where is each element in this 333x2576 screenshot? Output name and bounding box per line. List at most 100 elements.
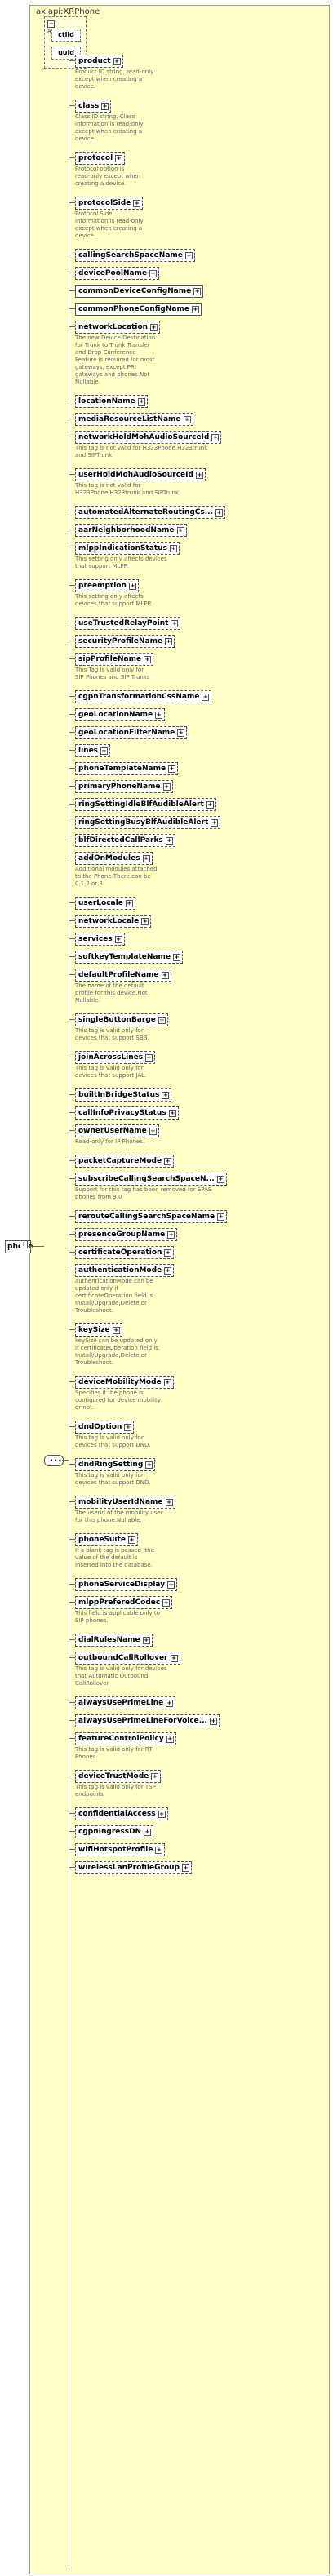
element-node[interactable]: geoLocationName+ [75,708,166,721]
element-node[interactable]: ringSettingBusyBlfAudibleAlert+ [75,816,221,829]
attribute-ctiid[interactable]: ctiid [51,29,81,42]
element-node[interactable]: services+ [75,933,125,946]
element-node[interactable]: wirelessLanProfileGroup+ [75,1861,192,1874]
expand-icon[interactable]: + [165,837,173,845]
element-node[interactable]: ringSettingIdleBlfAudibleAlert+ [75,798,216,811]
expand-icon[interactable]: + [193,288,202,295]
element-node[interactable]: commonPhoneConfigName+ [75,303,202,316]
expand-icon[interactable]: + [162,1092,170,1099]
element-node[interactable]: locationName+ [75,395,148,408]
expand-icon[interactable]: + [144,1829,152,1836]
element-node[interactable]: userHoldMohAudioSourceId+ [75,468,206,481]
expand-icon[interactable]: + [158,1017,166,1024]
expand-icon[interactable]: + [101,103,109,110]
sequence-compositor[interactable]: ••• [44,1455,64,1466]
expand-icon[interactable]: + [142,855,150,862]
expand-icon[interactable]: + [162,1599,171,1607]
expand-icon[interactable]: + [168,1110,176,1117]
element-node[interactable]: primaryPhoneName+ [75,780,173,793]
expand-icon[interactable]: + [142,1637,150,1644]
element-node[interactable]: protocolSide+ [75,197,144,210]
expand-icon[interactable]: + [176,527,184,534]
expand-icon[interactable]: + [113,58,121,65]
expand-icon[interactable]: + [165,1499,173,1506]
element-node[interactable]: automatedAlternateRoutingCs...+ [75,506,226,519]
expand-icon[interactable]: + [167,1581,175,1589]
expand-icon[interactable]: + [191,306,199,313]
expand-icon[interactable]: + [202,694,210,701]
expand-icon[interactable]: + [184,252,193,259]
element-node[interactable]: addOnModules+ [75,852,153,865]
expand-icon[interactable]: + [150,324,158,331]
element-node[interactable]: mlppPreferedCodec+ [75,1596,173,1609]
element-node[interactable]: dndRingSetting+ [75,1458,156,1471]
element-node[interactable]: callingSearchSpaceName+ [75,249,195,262]
expand-icon[interactable]: + [114,936,122,943]
element-node[interactable]: securityProfileName+ [75,635,175,648]
expand-icon[interactable]: + [164,1267,172,1275]
element-node[interactable]: presenceGroupName+ [75,1228,178,1241]
expand-icon[interactable]: + [161,972,169,979]
element-node[interactable]: packetCaptureMode+ [75,1155,175,1168]
expand-icon[interactable]: + [165,638,173,645]
expand-icon[interactable]: + [125,900,133,907]
element-node[interactable]: mlppIndicationStatus+ [75,542,180,555]
element-node[interactable]: certificateOperation+ [75,1246,175,1259]
expand-icon[interactable]: + [155,1847,163,1854]
expand-icon[interactable]: + [215,509,224,517]
expand-icon[interactable]: + [128,583,136,590]
expand-icon[interactable]: + [137,398,145,406]
element-node[interactable]: networkHoldMohAudioSourceId+ [75,431,222,444]
expand-icon[interactable]: + [183,416,191,423]
element-node[interactable]: phoneServiceDisplay+ [75,1578,178,1591]
element-node[interactable]: joinAcrossLines+ [75,1051,156,1064]
expand-icon[interactable]: + [151,1773,159,1780]
element-node[interactable]: callInfoPrivacyStatus+ [75,1106,179,1120]
element-node[interactable]: mobilityUserIdName+ [75,1496,175,1509]
expand-icon[interactable]: + [163,1379,171,1386]
expand-icon[interactable]: + [217,1213,225,1221]
element-node[interactable]: deviceMobilityMode+ [75,1376,174,1389]
expand-icon[interactable]: + [177,729,185,737]
element-node[interactable]: defaultProfileName+ [75,969,171,982]
element-node[interactable]: networkLocale+ [75,915,152,928]
element-node[interactable]: blfDirectedCallParks+ [75,834,175,847]
attribute-uuid[interactable]: uuid [51,47,81,60]
element-node[interactable]: alwaysUsePrimeLineForVoice...+ [75,1714,220,1727]
expand-icon[interactable]: + [127,1536,135,1544]
expand-icon[interactable]: + [133,200,141,207]
element-node[interactable]: phoneSuite+ [75,1533,138,1546]
expand-icon[interactable]: + [162,783,171,791]
expand-icon[interactable]: + [158,1811,166,1818]
expand-icon[interactable]: + [211,819,219,827]
expand-icon[interactable]: + [164,1158,172,1165]
element-node[interactable]: commonDeviceConfigName+ [75,285,204,298]
element-node[interactable]: networkLocation+ [75,321,161,334]
expand-icon[interactable]: + [149,270,158,277]
expand-icon[interactable]: + [171,620,179,627]
expand-icon[interactable]: + [206,801,214,809]
element-node[interactable]: lines+ [75,744,111,757]
collapse-icon[interactable]: + [20,1240,28,1248]
expand-icon[interactable]: + [216,1176,224,1183]
element-node[interactable]: singleButtonBarge+ [75,1013,168,1026]
expand-icon[interactable]: + [167,1231,175,1239]
element-node[interactable]: subscribeCallingSearchSpaceN...+ [75,1173,227,1186]
element-node[interactable]: ownerUserName+ [75,1124,159,1137]
expand-icon[interactable]: + [144,656,152,663]
expand-icon[interactable]: + [168,765,176,773]
element-node[interactable]: builtInBridgeStatus+ [75,1088,172,1102]
expand-icon[interactable]: + [115,155,123,162]
element-node[interactable]: authenticationMode+ [75,1264,175,1277]
element-node[interactable]: protocol+ [75,152,126,165]
element-node[interactable]: devicePoolName+ [75,267,160,280]
element-node[interactable]: dialRulesName+ [75,1634,153,1647]
element-node[interactable]: product+ [75,55,123,68]
element-node[interactable]: cgpnTransformationCssName+ [75,690,212,703]
expand-icon[interactable]: + [155,712,163,719]
element-node[interactable]: class+ [75,100,112,113]
expand-icon[interactable]: + [170,1655,178,1662]
element-node[interactable]: deviceTrustMode+ [75,1770,162,1783]
element-node[interactable]: cgpnIngressDN+ [75,1825,154,1838]
expand-icon[interactable]: + [141,918,149,925]
